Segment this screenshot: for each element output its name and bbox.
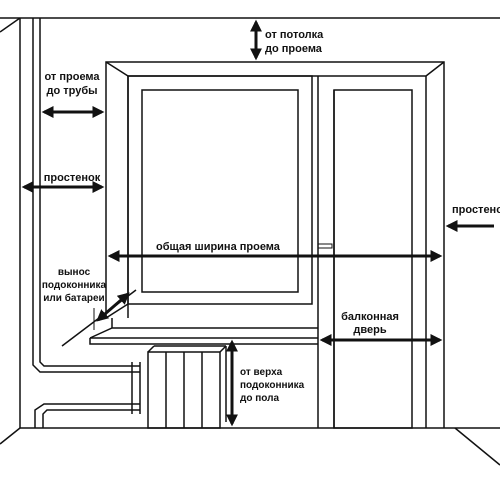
label-balcony-door-1: балконная — [341, 311, 399, 323]
label-sill-overhang-3: или батареи — [43, 292, 104, 304]
radiator — [147, 345, 227, 429]
dimension-arrows — [21, 19, 494, 427]
label-pier-right: простенок — [452, 204, 500, 216]
label-sill-to-floor-1: от верха — [240, 367, 283, 378]
label-opening-to-pipe-1: от проема — [44, 71, 100, 83]
label-sill-to-floor-3: до пола — [240, 393, 279, 404]
window-sill — [89, 318, 318, 345]
arrow-sill-overhang — [96, 292, 130, 322]
label-ceiling-to-opening-1: от потолка — [265, 29, 324, 41]
label-sill-overhang-2: подоконника — [42, 280, 107, 291]
labels: от потолка до проема от проема до трубы … — [42, 29, 500, 404]
label-balcony-door-2: дверь — [353, 324, 386, 336]
label-total-width: общая ширина проема — [156, 241, 281, 253]
room-outline — [0, 17, 500, 466]
window-sash — [127, 75, 313, 305]
balcony-door — [317, 76, 413, 429]
label-ceiling-to-opening-2: до проема — [265, 43, 323, 55]
label-sill-to-floor-2: подоконника — [240, 380, 305, 391]
label-sill-overhang-1: вынос — [58, 267, 91, 278]
label-pier-left: простенок — [44, 172, 101, 184]
label-opening-to-pipe-2: до трубы — [46, 85, 97, 97]
